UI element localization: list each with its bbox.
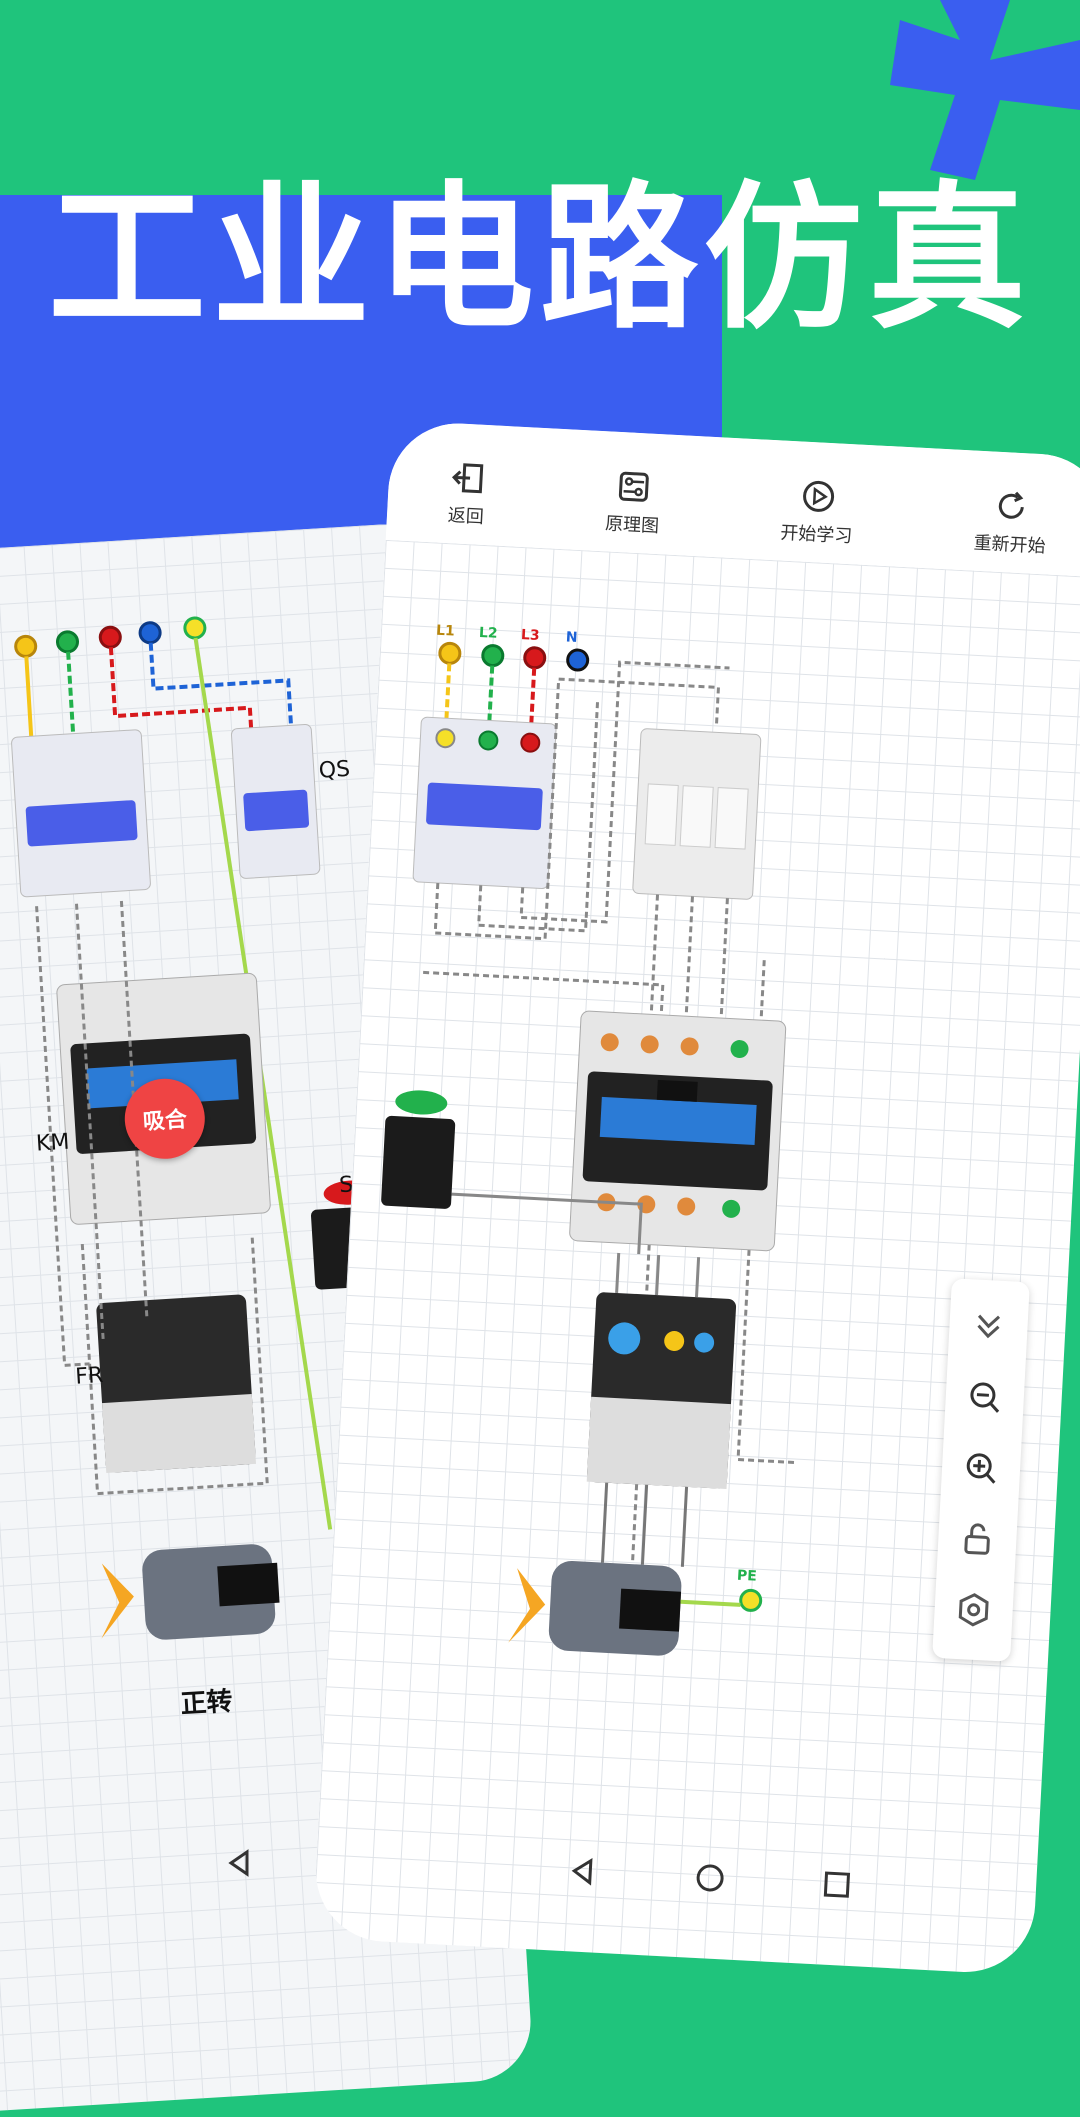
front-circuit-drawing: L1 L2 L3 N (381, 623, 799, 1656)
back-nav-bar (170, 1840, 310, 1890)
banner-title: 工业电路仿真 (48, 167, 1032, 351)
label-fr: FR (74, 1363, 105, 1390)
back-triangle-icon[interactable] (223, 1846, 257, 1884)
direction-label: 正转 (179, 1686, 234, 1720)
zoom-out-icon[interactable] (964, 1376, 1006, 1422)
power-terminals (14, 616, 207, 658)
start-learning-label: 开始学习 (779, 522, 853, 548)
top-toolbar: 返回 原理图 开始学习 重新开始 (385, 420, 1080, 578)
zoom-in-icon[interactable] (960, 1447, 1002, 1493)
settings-icon[interactable] (952, 1589, 994, 1635)
svg-text:L3: L3 (521, 627, 540, 644)
back-button[interactable]: 返回 (447, 459, 487, 529)
svg-text:PE: PE (737, 1568, 758, 1585)
asterisk-decoration-icon (890, 0, 1080, 180)
start-learning-button[interactable]: 开始学习 (780, 477, 855, 549)
system-nav-bar (519, 1840, 902, 1920)
collapse-icon[interactable] (967, 1305, 1009, 1351)
power-terminals (438, 641, 590, 672)
svg-text:L1: L1 (436, 623, 455, 640)
svg-text:L2: L2 (479, 625, 498, 642)
schematic-label: 原理图 (604, 513, 660, 538)
back-circuit-drawing (11, 616, 396, 1640)
zoom-control-panel (932, 1278, 1030, 1662)
front-phone-screen: 返回 原理图 开始学习 重新开始 L1 L2 L3 N (312, 420, 1080, 1976)
svg-text:N: N (565, 629, 578, 646)
play-icon (802, 480, 834, 512)
unlock-icon[interactable] (956, 1518, 998, 1564)
back-label: 返回 (447, 505, 485, 528)
label-qs: QS (318, 756, 351, 784)
refresh-icon (999, 491, 1025, 519)
nav-recents-icon[interactable] (818, 1867, 854, 1907)
restart-label: 重新开始 (973, 532, 1047, 558)
exit-icon (451, 463, 484, 494)
nav-back-icon[interactable] (566, 1854, 602, 1894)
restart-button[interactable]: 重新开始 (973, 487, 1048, 559)
back-phone-screen: 吸合 KM FR QS SF SB 正转 (0, 520, 535, 2117)
schematic-button[interactable]: 原理图 (605, 467, 662, 538)
schematic-icon (619, 471, 650, 502)
nav-home-icon[interactable] (692, 1860, 728, 1900)
label-km: KM (35, 1129, 71, 1157)
